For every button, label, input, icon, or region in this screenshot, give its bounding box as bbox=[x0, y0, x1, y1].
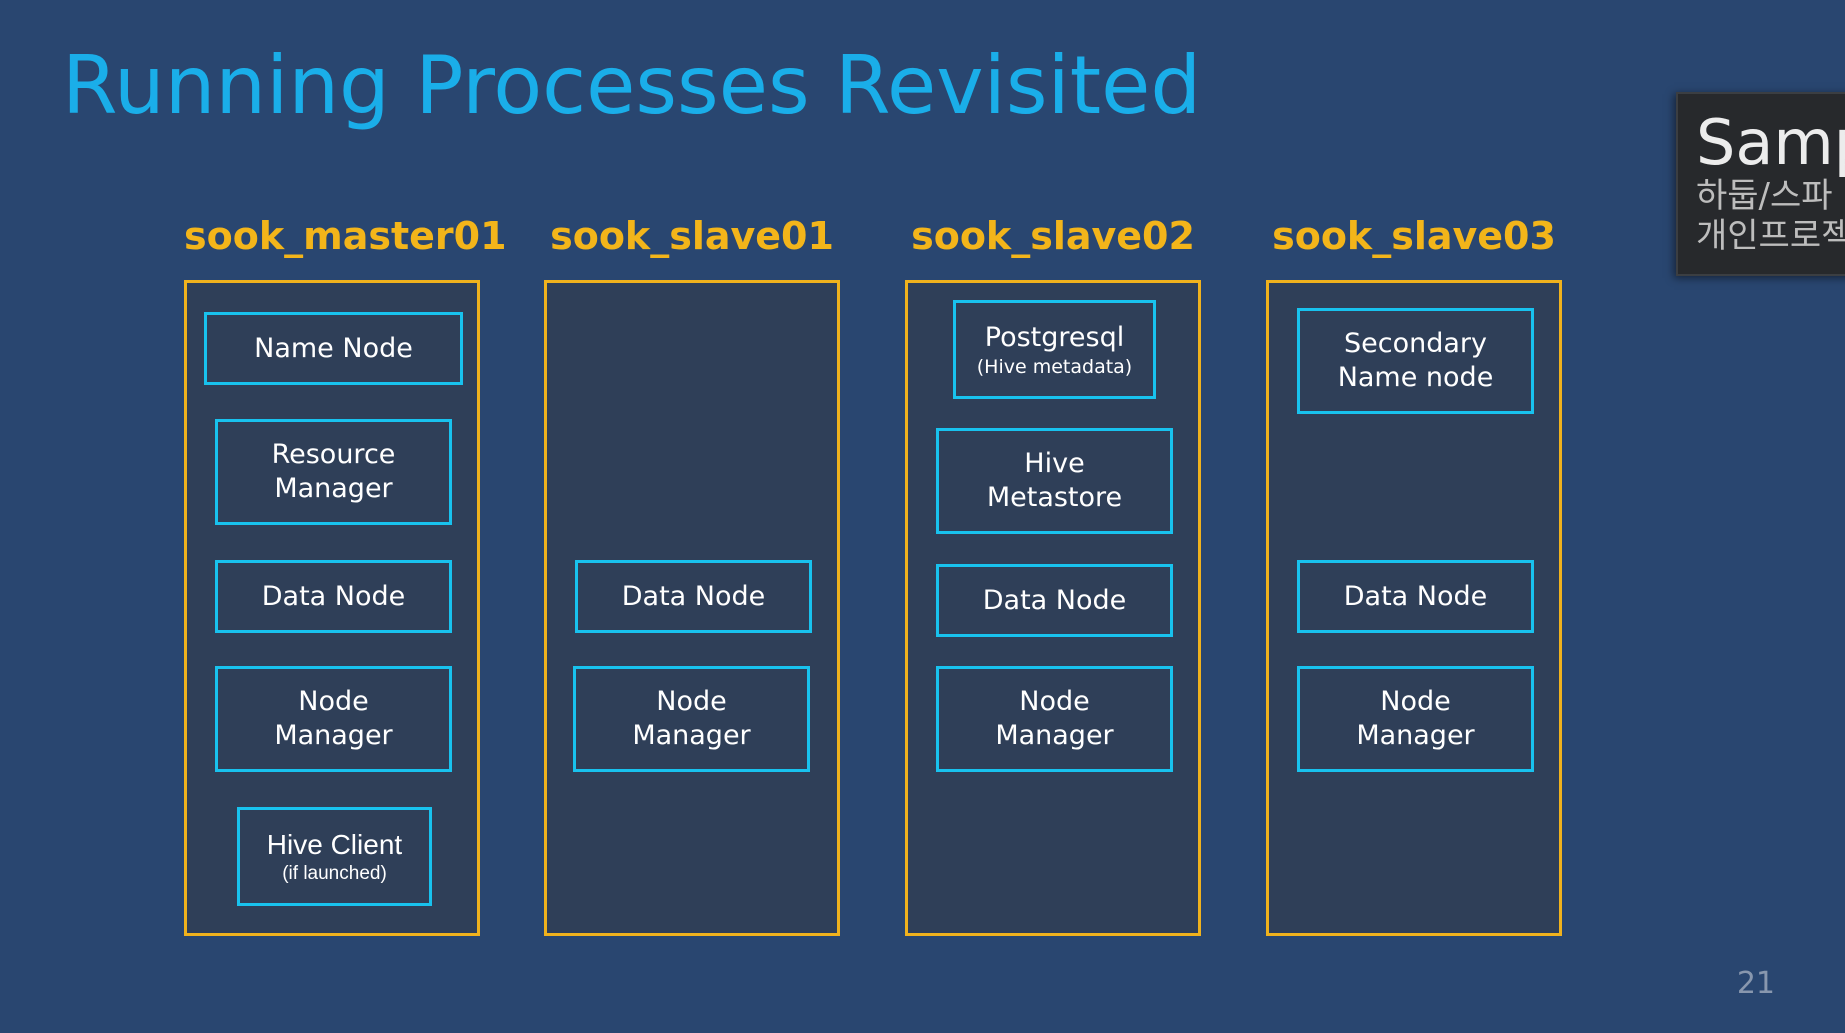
process-node-manager: Node Manager bbox=[573, 666, 810, 772]
process-hive-client: Hive Client (if launched) bbox=[237, 807, 432, 906]
overlay-subtitle-line-2: 개인프로젝 bbox=[1696, 216, 1845, 256]
process-label: Hive Metastore bbox=[986, 448, 1123, 513]
process-label: Resource Manager bbox=[271, 439, 396, 504]
process-label: Data Node bbox=[261, 580, 406, 612]
process-postgresql: Postgresql (Hive metadata) bbox=[953, 300, 1156, 399]
process-label: Data Node bbox=[1343, 580, 1488, 612]
host-box-sook-master01: Name Node Resource Manager Data Node Nod… bbox=[184, 280, 480, 936]
process-node-manager: Node Manager bbox=[215, 666, 452, 772]
slide-title: Running Processes Revisited bbox=[62, 39, 1202, 132]
overlay-title: Samp bbox=[1696, 106, 1845, 179]
process-node-manager: Node Manager bbox=[1297, 666, 1534, 772]
host-label-sook-slave02: sook_slave02 bbox=[911, 214, 1195, 258]
process-label: Node Manager bbox=[632, 686, 751, 751]
host-box-sook-slave03: Secondary Name node Data Node Node Manag… bbox=[1266, 280, 1562, 936]
process-label: Data Node bbox=[982, 584, 1127, 616]
host-box-sook-slave01: Data Node Node Manager bbox=[544, 280, 840, 936]
process-label: Node Manager bbox=[995, 686, 1114, 751]
overlay-video-card[interactable]: Samp 하둡/스파 개인프로젝 bbox=[1676, 92, 1845, 276]
process-name-node: Name Node bbox=[204, 312, 463, 385]
host-label-sook-slave03: sook_slave03 bbox=[1272, 214, 1556, 258]
process-node-manager: Node Manager bbox=[936, 666, 1173, 772]
process-label: Postgresql bbox=[984, 321, 1125, 353]
process-hive-metastore: Hive Metastore bbox=[936, 428, 1173, 534]
process-secondary-name-node: Secondary Name node bbox=[1297, 308, 1534, 414]
process-sublabel: (if launched) bbox=[282, 862, 387, 884]
process-label: Name Node bbox=[254, 332, 413, 364]
process-data-node: Data Node bbox=[1297, 560, 1534, 633]
process-data-node: Data Node bbox=[936, 564, 1173, 637]
host-box-sook-slave02: Postgresql (Hive metadata) Hive Metastor… bbox=[905, 280, 1201, 936]
process-label: Hive Client bbox=[266, 828, 403, 860]
process-label: Node Manager bbox=[274, 686, 393, 751]
process-data-node: Data Node bbox=[575, 560, 812, 633]
process-sublabel: (Hive metadata) bbox=[976, 355, 1133, 378]
host-label-sook-master01: sook_master01 bbox=[184, 214, 507, 258]
process-resource-manager: Resource Manager bbox=[215, 419, 452, 525]
process-label: Data Node bbox=[621, 580, 766, 612]
host-label-sook-slave01: sook_slave01 bbox=[550, 214, 834, 258]
process-label: Secondary Name node bbox=[1337, 328, 1494, 393]
page-number: 21 bbox=[1736, 966, 1775, 1001]
process-label: Node Manager bbox=[1356, 686, 1475, 751]
overlay-subtitle-line-1: 하둡/스파 bbox=[1696, 176, 1833, 216]
process-data-node: Data Node bbox=[215, 560, 452, 633]
